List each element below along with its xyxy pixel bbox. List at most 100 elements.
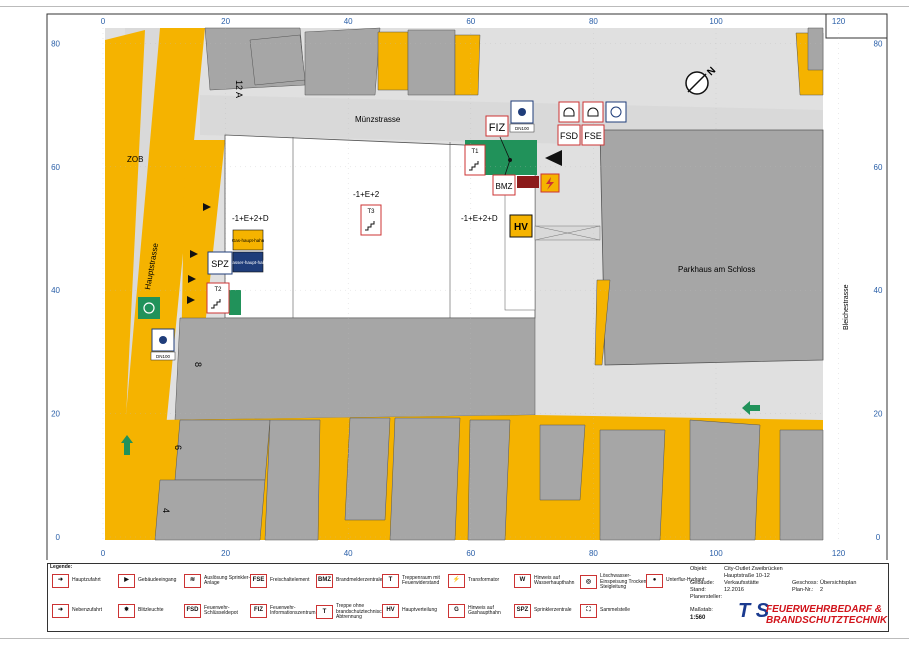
legend-symbol-icon: ◎ <box>580 575 597 590</box>
entrance-triangle-1-icon <box>203 203 211 211</box>
legend-label: Unterflur-Hydrant <box>666 577 705 584</box>
south-building-6 <box>539 424 586 501</box>
label-muenzstrasse: Münzstrasse <box>355 115 401 124</box>
grid-y-label-left: 60 <box>51 163 60 172</box>
gas-hint-label: Gas-haupt-hahn <box>232 238 265 243</box>
objekt-label: Objekt: <box>690 566 708 572</box>
plan-number-value: 2 <box>820 587 824 593</box>
grid-x-label-top: 40 <box>344 17 353 26</box>
hydrant-west-label: DN100 <box>156 354 171 359</box>
label-building-middle: -1+E+2 <box>353 190 380 199</box>
legend-symbol-icon: ▶ <box>118 574 135 588</box>
bmz-leader-line <box>504 159 511 176</box>
top-border-line <box>0 6 909 7</box>
entrance-triangle-4-icon <box>187 296 195 304</box>
legend-label: Hinweis auf Wasserhaupthahn <box>534 574 575 586</box>
bmz-label: BMZ <box>496 182 513 191</box>
grid-y-label-right: 40 <box>874 286 883 295</box>
north-east-building <box>807 27 824 71</box>
legend-symbol-icon: FSD <box>184 604 201 618</box>
legend-symbol-icon: ✸ <box>118 604 135 618</box>
entrance-triangle-3-icon <box>188 275 196 283</box>
grid-x-label-top: 80 <box>589 17 598 26</box>
house-number-8: 8 <box>193 362 203 367</box>
legend-label: Hauptverteilung <box>402 607 438 614</box>
legend-label: Feuerwehr-Informationszentrum <box>270 604 316 616</box>
grid-x-label-top: 60 <box>466 17 475 26</box>
legend-label: Sprinklerzentrale <box>534 607 572 614</box>
label-parkhaus: Parkhaus am Schloss <box>678 265 755 274</box>
legend-label: Feuerwehr-Schlüsseldepot <box>204 604 238 616</box>
house-number-4: 4 <box>161 508 171 513</box>
legend-label: Sammelstelle <box>600 607 631 614</box>
hydrant-west-icon <box>151 328 175 352</box>
plan-info-panel: Objekt: City-Outlet Zweibrücken Hauptstr… <box>688 565 886 629</box>
north-arrow-icon: N <box>685 65 718 95</box>
fse-label: FSE <box>584 131 602 141</box>
grid-y-label-right: 80 <box>874 39 883 48</box>
grid-x-label-bottom: 100 <box>709 549 723 558</box>
legend-symbol-icon: SPZ <box>514 604 531 618</box>
legend-symbol-icon: ● <box>646 574 663 588</box>
dry-riser-infeed-icon <box>605 101 627 123</box>
grid-x-label-bottom: 0 <box>101 549 106 558</box>
legend-item: ✸Blitzleuchte <box>118 604 188 618</box>
south-building-1 <box>174 419 271 481</box>
legend-symbol-icon: ⛶ <box>580 604 597 618</box>
grid-y-label-left: 80 <box>51 39 60 48</box>
legend-symbol-icon: G <box>448 604 465 618</box>
north-building-3 <box>304 27 381 96</box>
legend-label: Löschwasser-Einspeisung Trocken-Steiglei… <box>600 573 649 590</box>
transformer-room <box>517 176 539 188</box>
stair-t3-icon <box>360 204 382 236</box>
grid-x-label-top: 100 <box>709 17 723 26</box>
planersteller-label: Planersteller: <box>690 594 723 600</box>
logo-line-2: BRANDSCHUTZTECHNIK <box>766 615 888 626</box>
south-building-4 <box>389 417 461 541</box>
legend-item: ◎Löschwasser-Einspeisung Trocken-Steigle… <box>580 573 650 591</box>
transformer-icon <box>540 173 560 193</box>
south-building-10 <box>154 479 266 541</box>
company-logo: T S FEUERWEHRBEDARF & BRANDSCHUTZTECHNIK <box>738 598 888 630</box>
stair-t2-label: T2 <box>214 287 222 293</box>
parkhaus-yellow-edge <box>594 279 611 366</box>
grid-x-label-bottom: 80 <box>589 549 598 558</box>
plan-number-label: Plan-Nr.: <box>792 587 814 593</box>
grid-y-label-right: 0 <box>876 533 881 542</box>
fiz-label: FIZ <box>489 122 506 134</box>
fiz-box <box>485 115 509 137</box>
gebaeude-label: Gebäude: <box>690 580 715 586</box>
hydrant-north-label: DN100 <box>515 126 530 131</box>
grid-x-label-top: 20 <box>221 17 230 26</box>
south-building-2 <box>264 419 321 541</box>
grid-x-label-top: 120 <box>832 17 846 26</box>
fse-box <box>581 124 605 146</box>
south-building-7 <box>599 429 666 541</box>
legend-label: Treppenraum mit Feuerwiderstand <box>402 574 440 586</box>
stand-value: 12.2016 <box>724 587 744 593</box>
north-building-yellow-2 <box>454 34 481 96</box>
bottom-border-line <box>0 638 909 639</box>
stand-label: Stand: <box>690 587 706 593</box>
entrance-triangle-2-icon <box>190 250 198 258</box>
legend-symbol-icon: ≋ <box>184 574 201 588</box>
legend-label: Treppe ohne brandschutztechnische Abtren… <box>336 603 388 620</box>
stair-t1-label: T1 <box>471 149 479 155</box>
label-building-left: -1+E+2+D <box>232 214 269 223</box>
water-hint-label: Wasser-haupt-hahn <box>228 260 268 265</box>
south-building-5 <box>467 419 511 541</box>
fiz-leader-dot <box>508 158 512 162</box>
south-building-3 <box>344 417 391 521</box>
legend-item: ⛶Sammelstelle <box>580 604 650 618</box>
legend-symbol-icon: BMZ <box>316 574 333 588</box>
stair-t3-label: T3 <box>367 209 375 215</box>
strobe-light-2-icon <box>582 101 604 123</box>
legend-label: Freischaltelement <box>270 577 310 584</box>
